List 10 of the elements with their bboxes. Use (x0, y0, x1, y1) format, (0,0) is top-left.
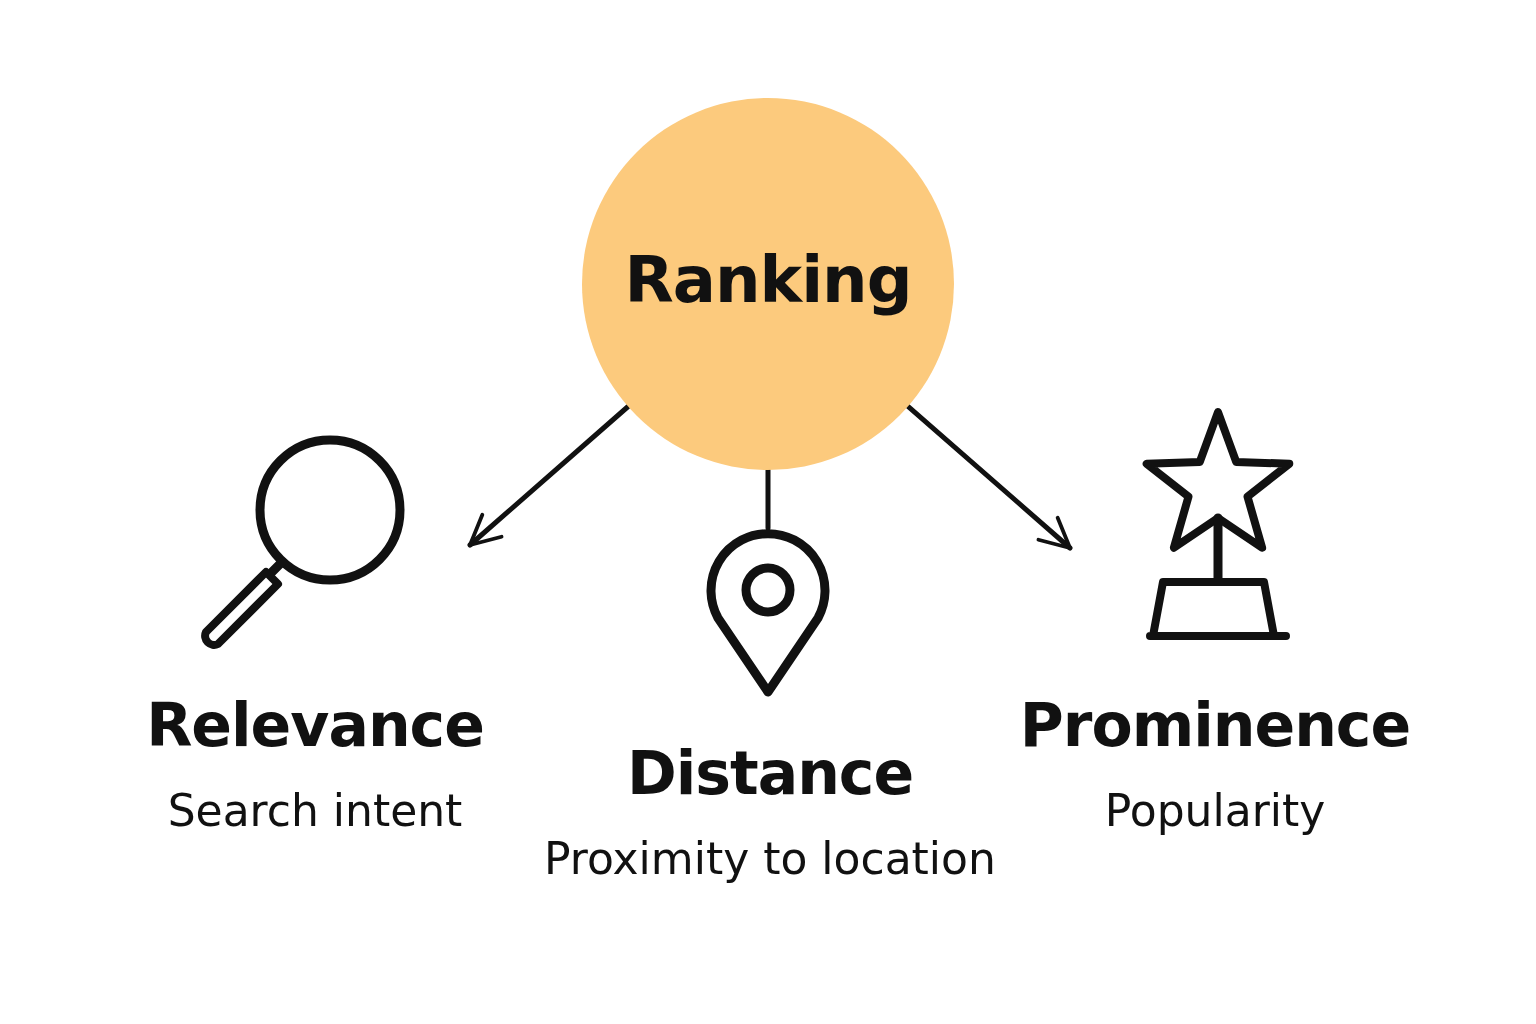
arrow (467, 404, 631, 548)
arrow (905, 403, 1073, 551)
factor-description: Search intent (167, 785, 463, 836)
factor-description: Proximity to location (544, 833, 996, 884)
factor-title: Prominence (1019, 690, 1411, 760)
factor-title: Relevance (146, 690, 484, 760)
center-title: Ranking (624, 243, 912, 317)
factor-description: Popularity (1104, 785, 1326, 836)
factor-title: Distance (626, 738, 914, 808)
connector-line (765, 467, 771, 531)
